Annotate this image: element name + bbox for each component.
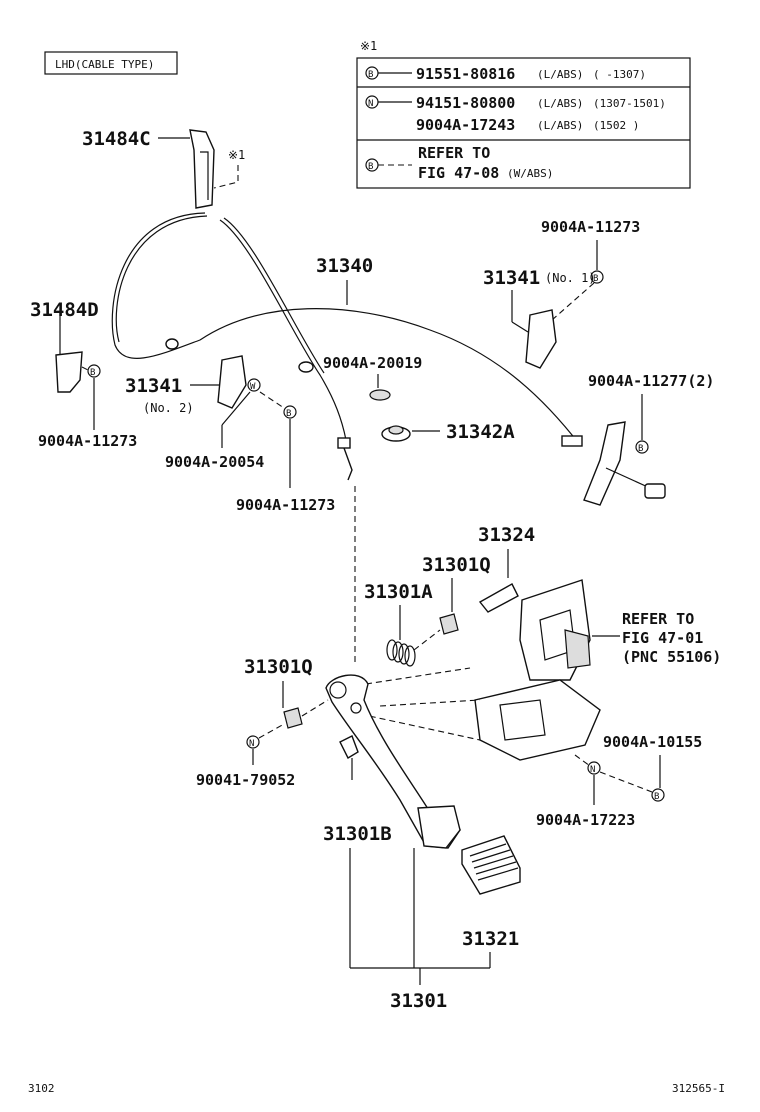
label-31484D: 31484D xyxy=(30,299,99,321)
note-row2-part: 94151-80800 xyxy=(416,94,515,112)
label-9004A-17223: 9004A-17223 xyxy=(536,811,635,829)
stopper-90041-79052 xyxy=(339,735,359,759)
svg-text:B: B xyxy=(368,162,373,172)
grommet-9004A-20019 xyxy=(369,389,391,401)
svg-text:N: N xyxy=(249,739,254,749)
label-31301: 31301 xyxy=(390,990,447,1012)
svg-text:B: B xyxy=(286,409,291,419)
refer-fig-line2: FIG 47-01 xyxy=(622,629,703,647)
label-9004A-20054: 9004A-20054 xyxy=(165,453,264,471)
bolt-symbol-icon xyxy=(87,364,101,378)
svg-text:B: B xyxy=(593,274,598,284)
label-31341-no2: 31341 xyxy=(125,375,182,397)
svg-text:W: W xyxy=(250,382,256,392)
clip-31341-no2 xyxy=(217,355,247,409)
bolt-symbol-icon xyxy=(590,270,604,284)
note-table: B 91551-80816 (L/ABS) ( -1307) N 94151-8… xyxy=(356,57,691,189)
label-31301A: 31301A xyxy=(364,581,433,603)
variant-box xyxy=(44,51,178,75)
pedal-pad-31321 xyxy=(461,835,521,895)
svg-text:N: N xyxy=(590,765,595,775)
nut-symbol-icon xyxy=(587,761,601,775)
label-31301Q-top: 31301Q xyxy=(422,554,491,576)
cable-end-cap xyxy=(644,483,666,499)
note-row3-part: 9004A-17243 xyxy=(416,116,515,134)
refer-fig-line3: (PNC 55106) xyxy=(622,648,721,666)
svg-text:( -1307): ( -1307) xyxy=(593,68,646,81)
label-31321: 31321 xyxy=(462,928,519,950)
label-31341-no1: 31341 xyxy=(483,267,540,289)
svg-text:B: B xyxy=(654,792,659,802)
svg-text:(No. 2): (No. 2) xyxy=(143,401,194,415)
pedal-arm-31301B xyxy=(325,674,461,849)
note-refer-fig: FIG 47-08 xyxy=(418,164,499,182)
pedal-pad xyxy=(417,805,461,849)
footer-left-code: 3102 xyxy=(28,1082,55,1095)
bracket-31484C xyxy=(189,129,215,209)
bolt-symbol-icon xyxy=(635,440,649,454)
label-90041-79052: 90041-79052 xyxy=(196,771,295,789)
bolt-31324 xyxy=(478,583,519,613)
bolt-symbol-icon xyxy=(283,405,297,419)
label-9004A-20019: 9004A-20019 xyxy=(323,354,422,372)
lever-bracket xyxy=(583,421,626,506)
label-9004A-11277: 9004A-11277(2) xyxy=(588,372,714,390)
refer-fig-line1: REFER TO xyxy=(622,610,694,628)
svg-text:(1502 ): (1502 ) xyxy=(593,119,639,132)
washer-symbol-icon xyxy=(247,378,261,392)
label-31342A: 31342A xyxy=(446,421,515,443)
nut-31301Q-top xyxy=(439,613,459,635)
note-refer: REFER TO xyxy=(418,144,490,162)
footer-right-code: 312565-I xyxy=(672,1082,725,1095)
svg-text:B: B xyxy=(368,70,373,80)
svg-text:(W/ABS): (W/ABS) xyxy=(507,167,553,180)
cable-31340 xyxy=(111,212,581,446)
svg-text:N: N xyxy=(368,99,373,109)
spring-31301A xyxy=(386,639,416,667)
label-9004A-11273-top: 9004A-11273 xyxy=(541,218,640,236)
label-31301B: 31301B xyxy=(323,823,392,845)
svg-text:(1307-1501): (1307-1501) xyxy=(593,97,666,110)
label-9004A-11273-mid: 9004A-11273 xyxy=(236,496,335,514)
svg-text:B: B xyxy=(90,368,95,378)
label-31340: 31340 xyxy=(316,255,373,277)
label-9004A-11273-left: 9004A-11273 xyxy=(38,432,137,450)
svg-text:(No. 1): (No. 1) xyxy=(545,271,596,285)
nut-symbol-icon xyxy=(246,735,260,749)
svg-text:(L/ABS): (L/ABS) xyxy=(537,68,583,81)
label-31301Q-left: 31301Q xyxy=(244,656,313,678)
label-31484C: 31484C xyxy=(82,128,151,150)
variant-label: LHD(CABLE TYPE) xyxy=(55,58,154,71)
bracket-31484D xyxy=(55,351,83,393)
svg-text:B: B xyxy=(638,444,643,454)
svg-text:(L/ABS): (L/ABS) xyxy=(537,119,583,132)
label-9004A-10155: 9004A-10155 xyxy=(603,733,702,751)
note-row1-part: 91551-80816 xyxy=(416,65,515,83)
bolt-symbol-icon xyxy=(651,788,665,802)
cable-lower-run xyxy=(219,219,347,441)
nut-31301Q-left xyxy=(283,707,303,729)
note-marker: ※1 xyxy=(360,39,377,53)
label-31324: 31324 xyxy=(478,524,535,546)
svg-text:※1: ※1 xyxy=(228,148,245,162)
pedal-bracket-assembly xyxy=(474,579,601,761)
clip-31341-no1 xyxy=(525,309,557,369)
svg-text:(L/ABS): (L/ABS) xyxy=(537,97,583,110)
